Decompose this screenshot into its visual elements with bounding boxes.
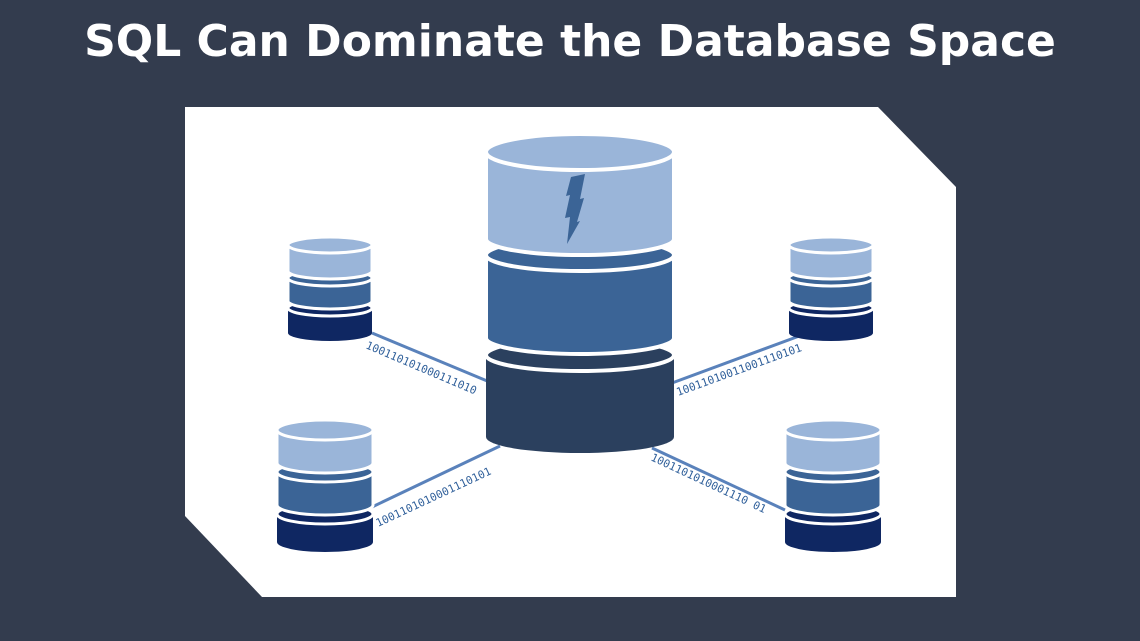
database-node-icon (783, 418, 883, 552)
connection-line-top-right (671, 333, 803, 385)
database-node-icon (275, 418, 375, 552)
database-node-icon (787, 235, 875, 341)
connection-line-bottom-right (651, 446, 786, 512)
lightning-bolt-icon (565, 174, 585, 244)
connection-line-bottom-left (371, 444, 501, 509)
connection-line-top-left (371, 331, 493, 385)
connection-lines (371, 331, 803, 512)
central-database-icon (484, 132, 676, 453)
database-node-icon (286, 235, 374, 341)
slide-title: SQL Can Dominate the Database Space (84, 16, 1056, 67)
